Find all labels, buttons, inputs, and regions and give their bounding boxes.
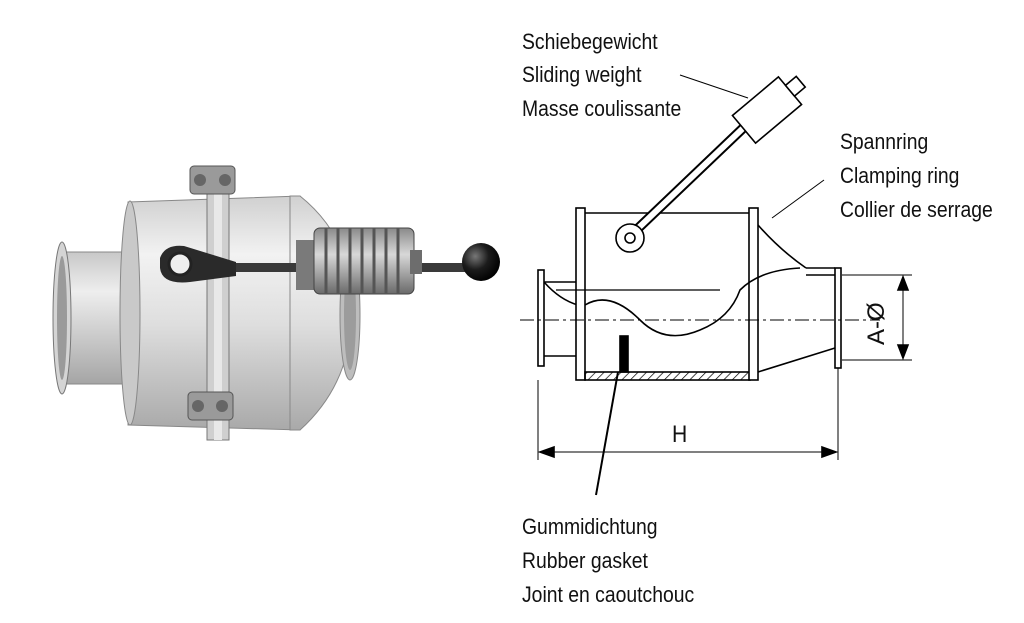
label-rubber-gasket-de: Gummidichtung <box>522 514 658 539</box>
knob <box>462 243 500 281</box>
label-sliding-weight-en: Sliding weight <box>522 62 642 87</box>
label-sliding-weight-de: Schiebegewicht <box>522 29 658 54</box>
clamping-ring <box>187 165 236 441</box>
dimension-h-label: H <box>672 421 688 448</box>
dimension-a-diameter-label: A-Ø <box>863 302 890 345</box>
label-sliding-weight-fr: Masse coulissante <box>522 96 682 121</box>
sliding-weight <box>296 227 422 295</box>
label-rubber-gasket-fr: Joint en caoutchouc <box>522 582 695 607</box>
label-clamping-ring-de: Spannring <box>840 129 929 154</box>
label-clamping-ring-en: Clamping ring <box>840 163 960 188</box>
label-clamping-ring-fr: Collier de serrage <box>840 197 993 222</box>
label-rubber-gasket-en: Rubber gasket <box>522 548 648 573</box>
